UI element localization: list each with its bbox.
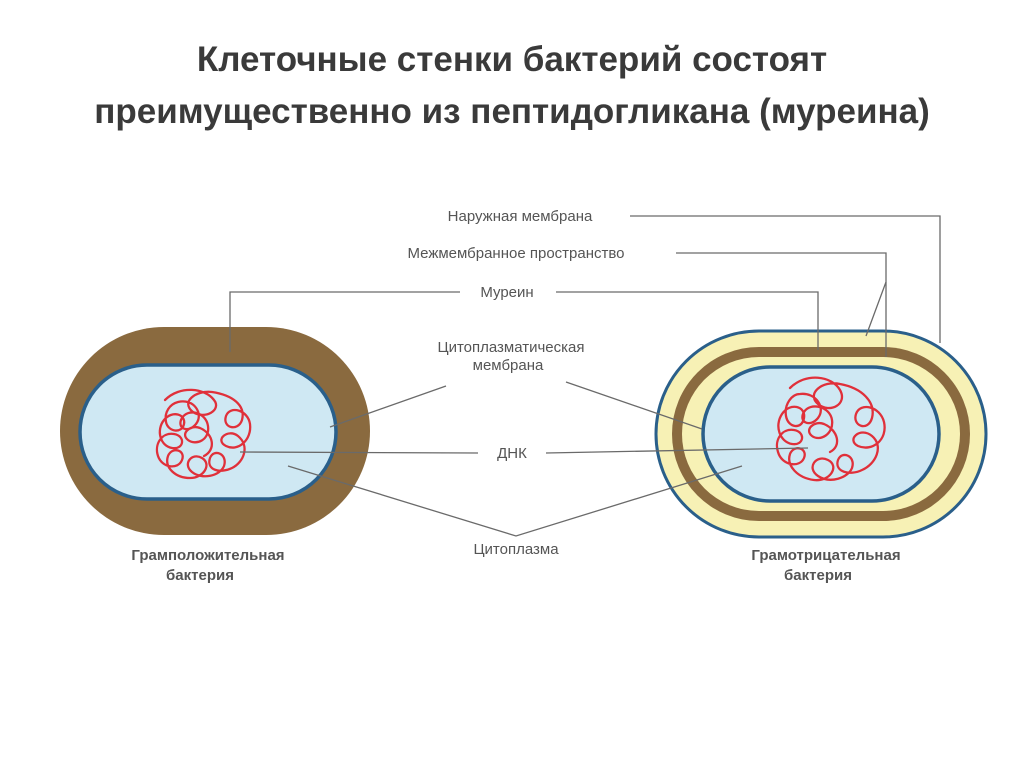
captions: Грамположительная бактерия Грамотрицател… [131,547,900,584]
slide-title: Клеточные стенки бактерий состоят преиму… [0,34,1024,138]
label-intermembrane-space: Межмембранное пространство [407,245,624,262]
leader-cytoplasm [287,465,743,537]
leader-dna-left [239,451,479,454]
leader-lines [229,215,941,537]
leader-murein-left [229,291,460,352]
gram-negative-bacterium [654,329,988,539]
leader-outer-membrane [630,215,941,343]
label-cytoplasm: Цитоплазма [473,541,559,558]
leader-dna-right [545,447,809,454]
gram-positive-bacterium [60,327,370,535]
leader-cytomembrane-left [329,385,447,428]
leader-murein-right [556,291,819,350]
caption-gram-positive-line-1: Грамположительная [131,547,284,564]
gp-dna [155,388,252,480]
title-line-1: Клеточные стенки бактерий состоят [196,40,828,79]
leader-intermembrane-space [676,252,887,337]
title-line-2: преимущественно из пептидогликана (муреи… [94,92,930,131]
caption-gram-negative-line-2: бактерия [784,567,852,584]
leader-cytomembrane-right [565,381,703,430]
gn-cytoplasm [701,365,941,503]
label-murein: Муреин [480,284,533,301]
caption-gram-positive-line-2: бактерия [166,567,234,584]
label-cytoplasmic-membrane-line-2: мембрана [473,357,544,374]
labels: Наружная мембрана Межмембранное простран… [407,208,624,558]
caption-gram-negative-line-1: Грамотрицательная [751,547,900,564]
label-outer-membrane: Наружная мембрана [448,208,593,225]
gn-dna [775,376,886,482]
label-cytoplasmic-membrane-line-1: Цитоплазматическая [437,339,584,356]
label-dna: ДНК [497,445,527,462]
